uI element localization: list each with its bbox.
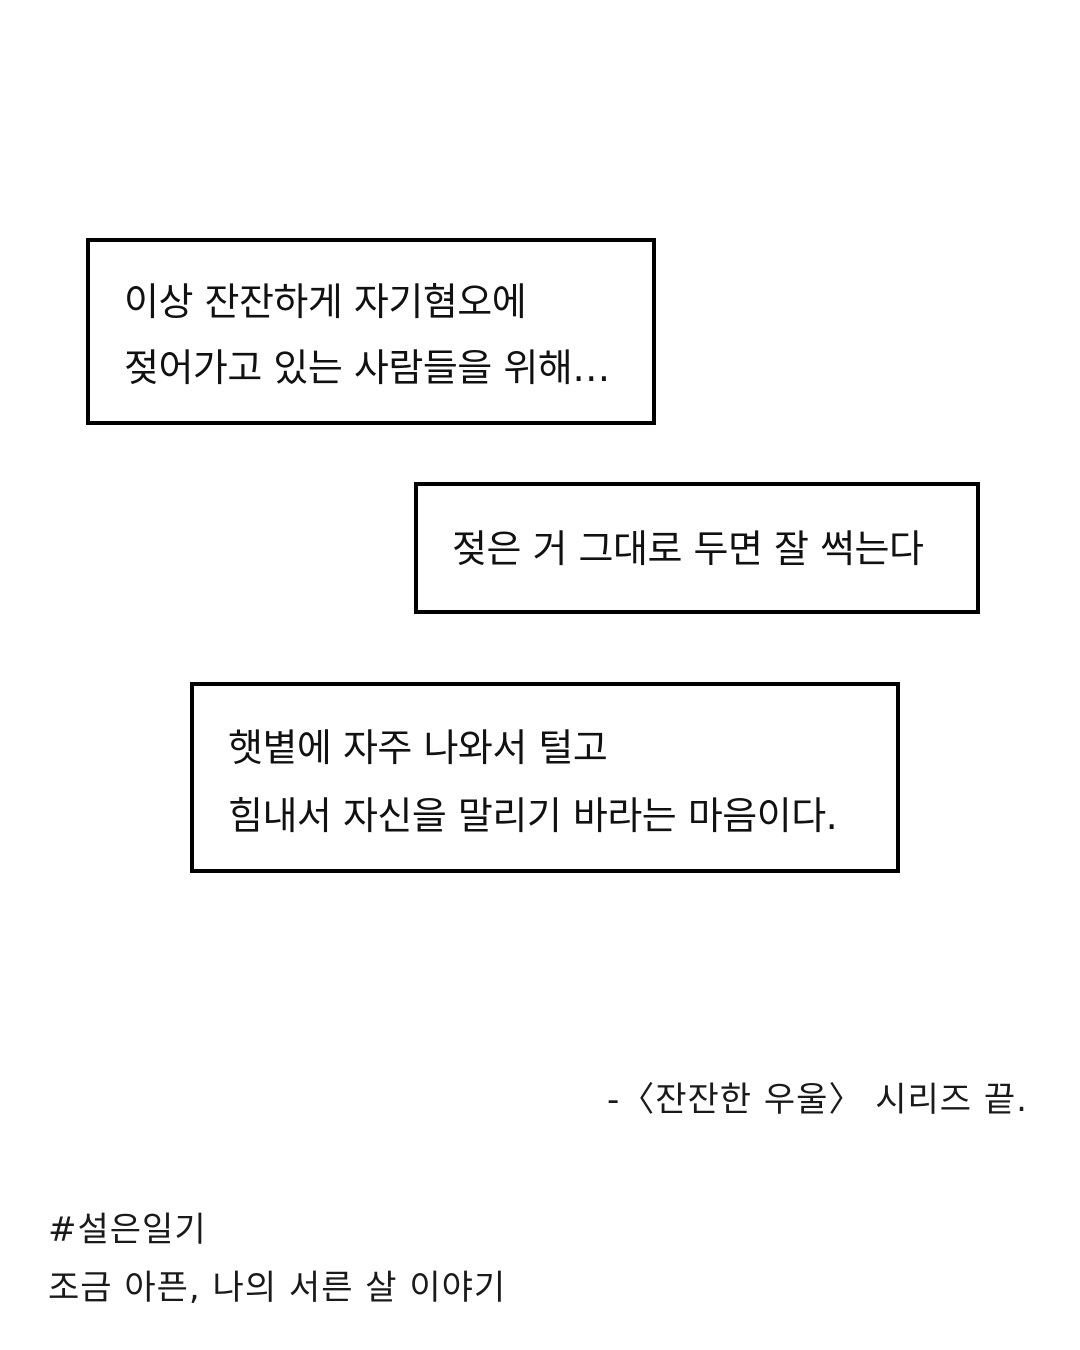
hashtag: #설은일기: [48, 1210, 207, 1250]
caption-text-line: 젖은 거 그대로 두면 잘 썩는다: [452, 527, 924, 571]
caption-box-1: 이상 잔잔하게 자기혐오에 젖어가고 있는 사람들을 위해…: [86, 238, 656, 425]
tagline: 조금 아픈, 나의 서른 살 이야기: [48, 1268, 507, 1308]
caption-text-line: 이상 잔잔하게 자기혐오에: [124, 280, 527, 324]
caption-box-3: 햇볕에 자주 나와서 털고 힘내서 자신을 말리기 바라는 마음이다.: [190, 682, 900, 873]
caption-box-2: 젖은 거 그대로 두면 잘 썩는다: [414, 482, 980, 614]
caption-text-line: 젖어가고 있는 사람들을 위해…: [124, 346, 610, 390]
series-end-note: -〈잔잔한 우울〉 시리즈 끝.: [606, 1080, 1028, 1120]
caption-text-line: 햇볕에 자주 나와서 털고: [228, 726, 608, 770]
caption-text-line: 힘내서 자신을 말리기 바라는 마음이다.: [228, 794, 838, 838]
